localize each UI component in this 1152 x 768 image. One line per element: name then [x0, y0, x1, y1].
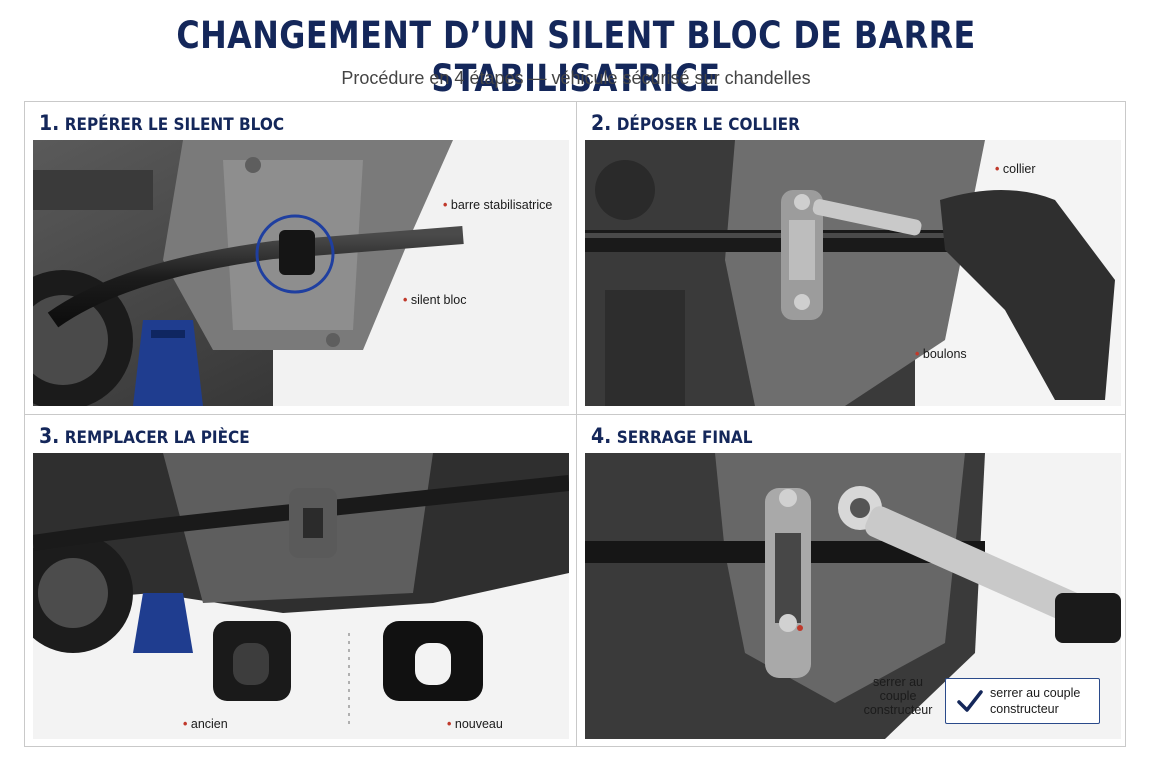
step-number: 4.	[591, 424, 612, 448]
callout-ancien: • ancien	[183, 717, 228, 731]
step-title: REMPLACER LA PIÈCE	[64, 428, 250, 448]
done-box-text: serrer au couple constructeur	[990, 686, 1081, 716]
step-4-photo: serrer au couple constructeur serrer au …	[585, 453, 1121, 739]
step-1-photo: • barre stabilisatrice • silent bloc	[33, 140, 569, 406]
callout-text: silent bloc	[410, 293, 467, 307]
step-panel-3: 3.REMPLACER LA PIÈCE • ancien	[25, 415, 576, 748]
callout-barre-stabilisatrice: • barre stabilisatrice	[443, 198, 552, 212]
callout-text: barre stabilisatrice	[450, 198, 553, 212]
callout-collier: • collier	[995, 162, 1036, 176]
step-number: 1.	[39, 111, 60, 135]
callout-boulons: • boulons	[915, 347, 967, 361]
callout-nouveau: • nouveau	[447, 717, 503, 731]
done-box: serrer au couple constructeur	[945, 678, 1100, 724]
callout-marker: •	[403, 293, 408, 307]
callout-text: collier	[1002, 162, 1036, 176]
step-title: REPÉRER LE SILENT BLOC	[64, 115, 285, 135]
callout-marker: •	[183, 717, 188, 731]
step-3-photo: • ancien • nouveau	[33, 453, 569, 739]
callout-marker: •	[995, 162, 1000, 176]
step-title: SERRAGE FINAL	[616, 428, 753, 448]
callout-marker: •	[443, 198, 448, 212]
step-heading-2: 2.DÉPOSER LE COLLIER	[591, 111, 800, 135]
step-heading-3: 3.REMPLACER LA PIÈCE	[39, 424, 250, 448]
callout-serrer: serrer au couple constructeur	[853, 675, 943, 717]
step-number: 2.	[591, 111, 612, 135]
page-title: CHANGEMENT D’UN SILENT BLOC DE BARRE STA…	[176, 14, 976, 100]
check-icon	[957, 690, 983, 712]
steps-grid: 1.REPÉRER LE SILENT BLOC	[24, 101, 1126, 747]
step-heading-1: 1.REPÉRER LE SILENT BLOC	[39, 111, 284, 135]
step-panel-2: 2.DÉPOSER LE COLLIER • collier	[577, 102, 1127, 414]
callout-text: ancien	[190, 717, 228, 731]
step-2-photo: • collier • boulons	[585, 140, 1121, 406]
grid-divider-vertical	[576, 102, 577, 746]
step-number: 3.	[39, 424, 60, 448]
page-subtitle: Procédure en 4 étapes — véhicule sécuris…	[341, 68, 811, 88]
callout-text: serrer au couple constructeur	[863, 675, 933, 717]
step-title: DÉPOSER LE COLLIER	[616, 115, 800, 135]
callout-marker: •	[915, 347, 920, 361]
step-heading-4: 4.SERRAGE FINAL	[591, 424, 752, 448]
step-panel-1: 1.REPÉRER LE SILENT BLOC	[25, 102, 576, 414]
callout-text: nouveau	[454, 717, 503, 731]
step-panel-4: 4.SERRAGE FINAL serrer au couple constru…	[577, 415, 1127, 748]
callout-silent-bloc: • silent bloc	[403, 293, 466, 307]
callout-text: boulons	[922, 347, 967, 361]
callout-marker: •	[447, 717, 452, 731]
grid-divider-horizontal	[25, 414, 1125, 415]
